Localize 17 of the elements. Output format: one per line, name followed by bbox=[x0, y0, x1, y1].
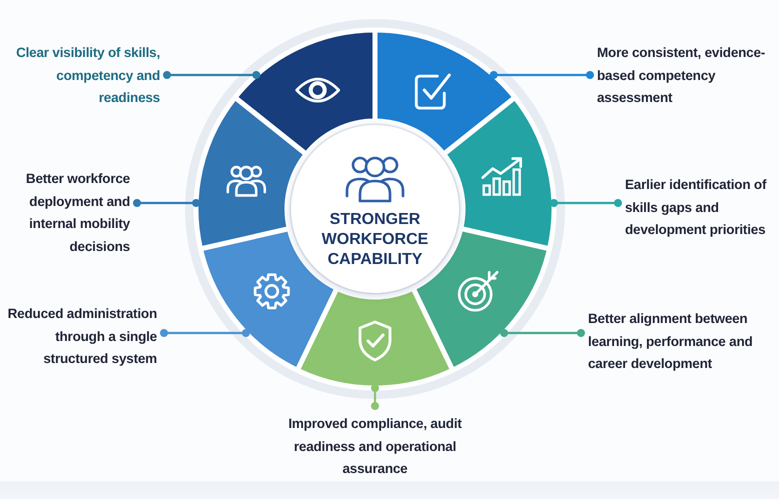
benefit-text: More consistent, evidence-based competency assessment bbox=[597, 42, 769, 110]
benefit-text: Better workforce deployment and internal mobility decisions bbox=[5, 168, 130, 258]
ring-segment bbox=[232, 28, 378, 157]
leader-line bbox=[550, 199, 622, 207]
benefit-text: Earlier identification of skills gaps and development priorities bbox=[625, 174, 773, 242]
leader-line bbox=[133, 199, 200, 207]
leader-line bbox=[160, 329, 250, 337]
ring-segment bbox=[294, 286, 456, 390]
benefit-text: Improved compliance, audit readiness and operational assurance bbox=[270, 413, 480, 480]
leader-line bbox=[371, 384, 379, 410]
leader-line bbox=[490, 71, 594, 79]
ring-segment bbox=[194, 94, 309, 252]
benefit-text: Clear visibility of skills, competency and readiness bbox=[10, 42, 160, 110]
leader-line bbox=[500, 329, 585, 337]
benefit-text: Reduced administration through a single structured system bbox=[7, 303, 157, 370]
center-title: STRONGER WORKFORCE CAPABILITY bbox=[320, 210, 430, 270]
benefit-text: Better alignment between learning, performance and career development bbox=[588, 308, 773, 376]
